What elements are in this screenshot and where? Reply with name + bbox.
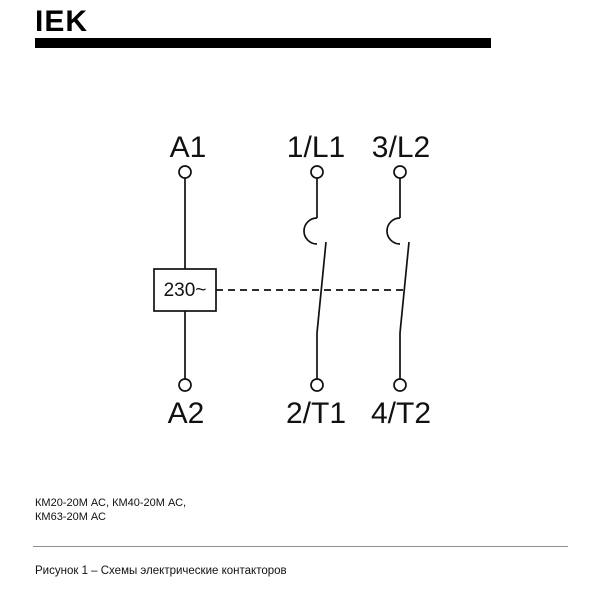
terminal-t1-circle (310, 378, 324, 392)
terminal-label-a1: A1 (169, 131, 207, 164)
terminal-l2-circle (393, 165, 407, 179)
footer-divider (33, 546, 568, 547)
terminal-a2-circle (178, 378, 192, 392)
terminal-l1-circle (310, 165, 324, 179)
model-list-line1: КМ20-20М АС, КМ40-20М АС, (35, 497, 187, 509)
coil-pole (153, 165, 217, 392)
terminal-t2-circle (393, 378, 407, 392)
contact-pole-1 (303, 165, 327, 392)
logo-underline-bar (35, 38, 491, 48)
terminal-a1-circle (178, 165, 192, 179)
terminal-label-t2: 4/T2 (370, 397, 432, 430)
model-list-line2: КМ63-20М АС (35, 511, 106, 523)
iek-logo: IEK (35, 5, 89, 38)
terminal-label-l1: 1/L1 (286, 131, 346, 164)
figure-caption: Рисунок 1 – Схемы электрические контакто… (35, 565, 287, 577)
contact2-arc (386, 217, 401, 245)
terminal-label-l2: 3/L2 (371, 131, 431, 164)
contact-pole-2 (386, 165, 410, 392)
contact2-moving-blade (399, 241, 410, 334)
contact1-moving-blade (316, 241, 327, 334)
terminal-label-t1: 2/T1 (285, 397, 347, 430)
terminal-label-a2: A2 (167, 397, 205, 430)
coil-voltage-label: 230~ (163, 280, 207, 301)
contact1-arc (303, 217, 318, 245)
